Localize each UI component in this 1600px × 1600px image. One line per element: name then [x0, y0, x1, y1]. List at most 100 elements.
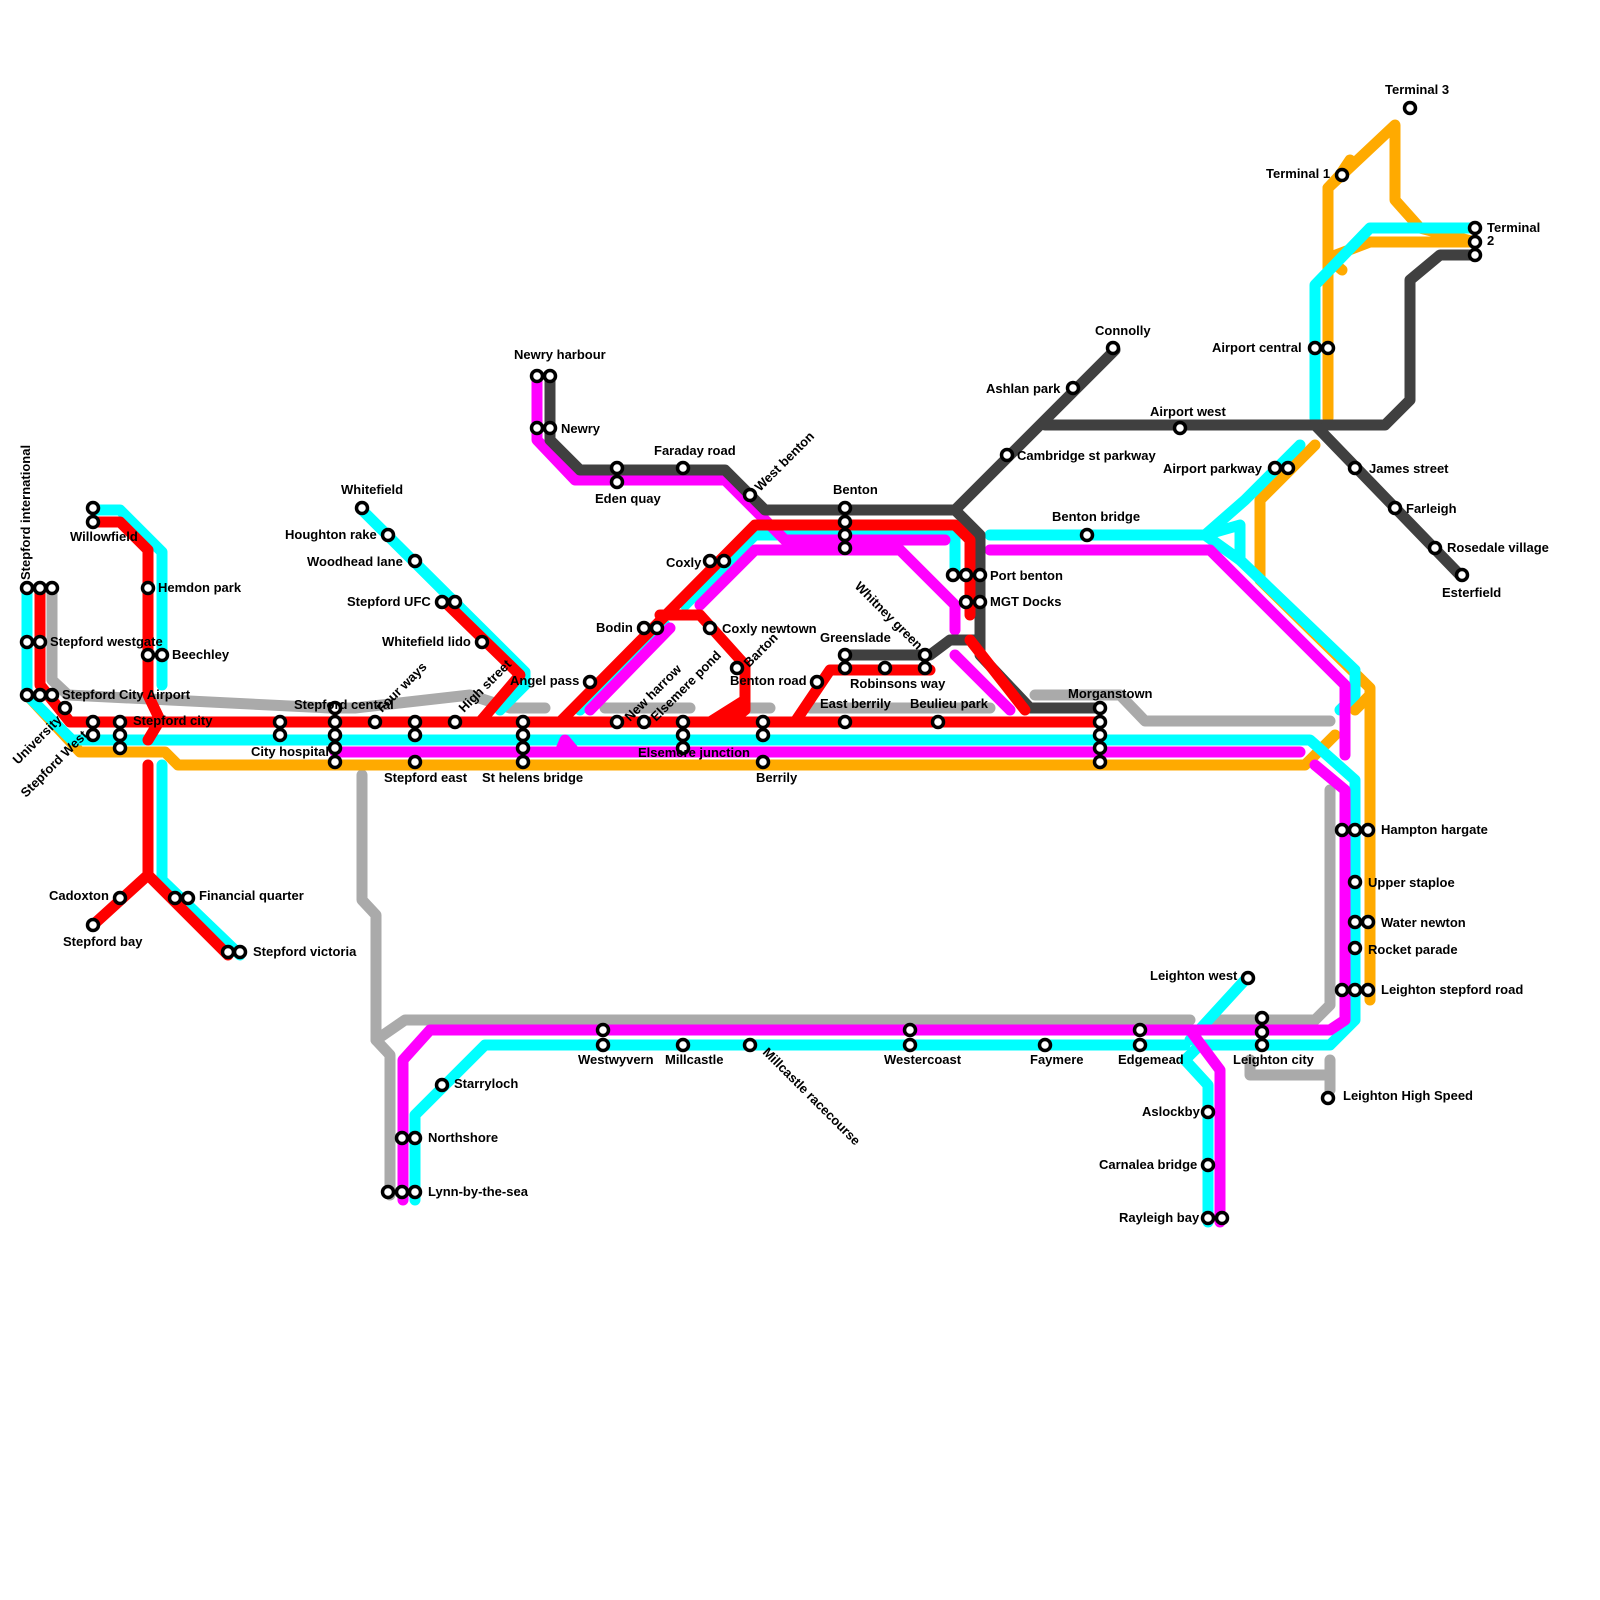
- station-stop-marker[interactable]: [758, 717, 769, 728]
- station-label-westwyvern[interactable]: Westwyvern: [578, 1052, 654, 1067]
- station-stop-marker[interactable]: [598, 1040, 609, 1051]
- station-label-whitefield-lido[interactable]: Whitefield lido: [382, 634, 471, 649]
- station-stop-marker[interactable]: [1203, 1160, 1214, 1171]
- station-stop-marker[interactable]: [450, 717, 461, 728]
- station-stop-marker[interactable]: [1095, 743, 1106, 754]
- station-stop-marker[interactable]: [1323, 343, 1334, 354]
- station-label-woodhead-lane[interactable]: Woodhead lane: [307, 554, 403, 569]
- station-stop-marker[interactable]: [275, 730, 286, 741]
- station-stop-marker[interactable]: [383, 530, 394, 541]
- station-stop-marker[interactable]: [1108, 343, 1119, 354]
- station-stop-marker[interactable]: [1283, 463, 1294, 474]
- station-label-terminal-1[interactable]: Terminal 1: [1266, 166, 1330, 181]
- station-stop-marker[interactable]: [840, 543, 851, 554]
- station-stop-marker[interactable]: [1135, 1040, 1146, 1051]
- station-stop-marker[interactable]: [1363, 985, 1374, 996]
- station-label-stepford-victoria[interactable]: Stepford victoria: [253, 944, 357, 959]
- station-stop-marker[interactable]: [518, 730, 529, 741]
- station-stop-marker[interactable]: [961, 597, 972, 608]
- station-stop-marker[interactable]: [157, 650, 168, 661]
- station-label-beechley[interactable]: Beechley: [172, 647, 230, 662]
- station-stop-marker[interactable]: [518, 757, 529, 768]
- station-label-cambridge-st-parkway[interactable]: Cambridge st parkway: [1017, 448, 1156, 463]
- station-stop-marker[interactable]: [115, 893, 126, 904]
- station-label-mgt-docks[interactable]: MGT Docks: [990, 594, 1062, 609]
- station-label-elsemere-junction[interactable]: Elsemere junction: [638, 745, 750, 760]
- station-stop-marker[interactable]: [745, 490, 756, 501]
- station-stop-marker[interactable]: [732, 663, 743, 674]
- station-stop-marker[interactable]: [410, 730, 421, 741]
- station-label-stepford-ufc[interactable]: Stepford UFC: [347, 594, 431, 609]
- station-label-northshore[interactable]: Northshore: [428, 1130, 498, 1145]
- station-stop-marker[interactable]: [1350, 825, 1361, 836]
- station-stop-marker[interactable]: [652, 623, 663, 634]
- station-stop-marker[interactable]: [1350, 917, 1361, 928]
- station-label-rayleigh-bay[interactable]: Rayleigh bay: [1119, 1210, 1200, 1225]
- station-label-port-benton[interactable]: Port benton: [990, 568, 1063, 583]
- station-label-carnalea-bridge[interactable]: Carnalea bridge: [1099, 1157, 1197, 1172]
- station-stop-marker[interactable]: [88, 503, 99, 514]
- station-stop-marker[interactable]: [330, 730, 341, 741]
- station-stop-marker[interactable]: [183, 893, 194, 904]
- station-stop-marker[interactable]: [705, 556, 716, 567]
- station-stop-marker[interactable]: [47, 690, 58, 701]
- station-stop-marker[interactable]: [840, 650, 851, 661]
- station-stop-marker[interactable]: [115, 743, 126, 754]
- station-stop-marker[interactable]: [397, 1133, 408, 1144]
- station-label-faymere[interactable]: Faymere: [1030, 1052, 1083, 1067]
- station-stop-marker[interactable]: [532, 423, 543, 434]
- station-label-stepford-westgate[interactable]: Stepford westgate: [50, 634, 163, 649]
- station-stop-marker[interactable]: [905, 1025, 916, 1036]
- station-stop-marker[interactable]: [948, 570, 959, 581]
- station-stop-marker[interactable]: [678, 730, 689, 741]
- station-stop-marker[interactable]: [235, 947, 246, 958]
- station-stop-marker[interactable]: [1175, 423, 1186, 434]
- station-stop-marker[interactable]: [1350, 877, 1361, 888]
- station-stop-marker[interactable]: [88, 920, 99, 931]
- station-label-millcastle[interactable]: Millcastle: [665, 1052, 724, 1067]
- station-stop-marker[interactable]: [975, 570, 986, 581]
- station-stop-marker[interactable]: [88, 517, 99, 528]
- station-stop-marker[interactable]: [1470, 223, 1481, 234]
- station-label-leighton-stepford-road[interactable]: Leighton stepford road: [1381, 982, 1523, 997]
- station-stop-marker[interactable]: [357, 503, 368, 514]
- station-stop-marker[interactable]: [840, 717, 851, 728]
- station-label-st-helens-bridge[interactable]: St helens bridge: [482, 770, 583, 785]
- station-label-airport-parkway[interactable]: Airport parkway: [1163, 461, 1263, 476]
- station-label-benton-road[interactable]: Benton road: [730, 673, 807, 688]
- station-stop-marker[interactable]: [88, 717, 99, 728]
- station-stop-marker[interactable]: [812, 677, 823, 688]
- station-label-airport-west[interactable]: Airport west: [1150, 404, 1227, 419]
- station-stop-marker[interactable]: [115, 717, 126, 728]
- station-stop-marker[interactable]: [1323, 1093, 1334, 1104]
- station-label-east-berrily[interactable]: East berrily: [820, 696, 892, 711]
- station-label-benton-bridge[interactable]: Benton bridge: [1052, 509, 1140, 524]
- station-stop-marker[interactable]: [1068, 383, 1079, 394]
- station-stop-marker[interactable]: [35, 690, 46, 701]
- station-stop-marker[interactable]: [143, 583, 154, 594]
- station-label-millcastle-racecourse[interactable]: Millcastle racecourse: [760, 1045, 864, 1149]
- station-stop-marker[interactable]: [1350, 985, 1361, 996]
- station-stop-marker[interactable]: [397, 1187, 408, 1198]
- station-label-leighton-high-speed[interactable]: Leighton High Speed: [1343, 1088, 1473, 1103]
- station-label-greenslade[interactable]: Greenslade: [820, 630, 891, 645]
- station-stop-marker[interactable]: [223, 947, 234, 958]
- station-stop-marker[interactable]: [383, 1187, 394, 1198]
- station-stop-marker[interactable]: [1095, 730, 1106, 741]
- station-stop-marker[interactable]: [330, 743, 341, 754]
- station-label-stepford-bay[interactable]: Stepford bay: [63, 934, 143, 949]
- station-stop-marker[interactable]: [1470, 237, 1481, 248]
- station-stop-marker[interactable]: [1337, 985, 1348, 996]
- station-label-starryloch[interactable]: Starryloch: [454, 1076, 518, 1091]
- station-label-water-newton[interactable]: Water newton: [1381, 915, 1466, 930]
- station-label-newry[interactable]: Newry: [561, 421, 601, 436]
- station-label-farleigh[interactable]: Farleigh: [1406, 501, 1457, 516]
- station-label-terminal-2b[interactable]: 2: [1487, 233, 1494, 248]
- station-stop-marker[interactable]: [410, 757, 421, 768]
- station-label-edgemead[interactable]: Edgemead: [1118, 1052, 1184, 1067]
- station-stop-marker[interactable]: [1002, 450, 1013, 461]
- station-label-terminal-2a[interactable]: Terminal: [1487, 220, 1540, 235]
- station-stop-marker[interactable]: [1203, 1107, 1214, 1118]
- station-stop-marker[interactable]: [1430, 543, 1441, 554]
- station-stop-marker[interactable]: [1243, 973, 1254, 984]
